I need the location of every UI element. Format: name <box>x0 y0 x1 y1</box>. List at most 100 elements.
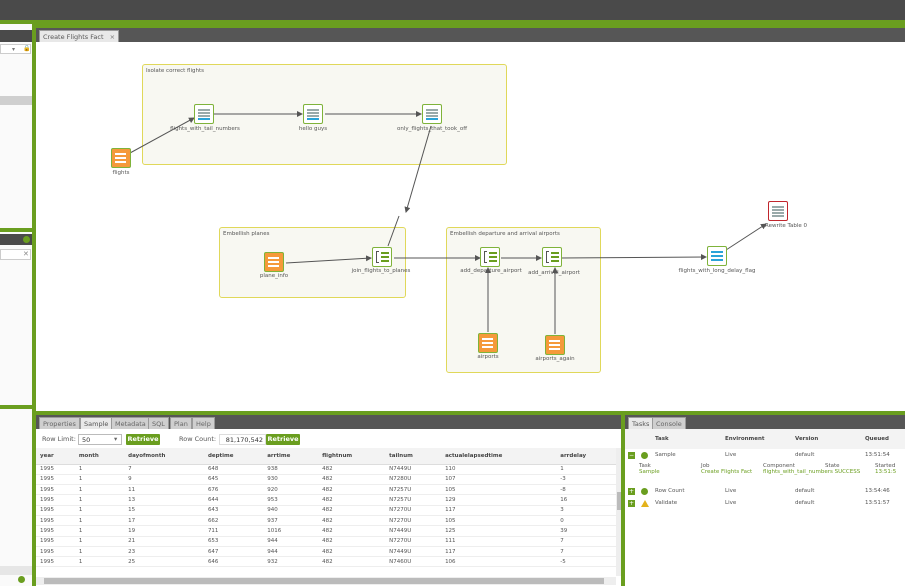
scrollbar-thumb[interactable] <box>617 492 622 510</box>
tasks-content: Task Environment Version Queued − Sample… <box>625 429 905 586</box>
task-name: Row Count <box>655 488 685 494</box>
tab-properties[interactable]: Properties <box>39 417 80 429</box>
tab-console[interactable]: Console <box>652 417 686 429</box>
tab-metadata[interactable]: Metadata <box>111 417 150 429</box>
column-header[interactable]: year <box>36 448 75 465</box>
detail-value[interactable]: Create Flights Fact <box>701 469 753 475</box>
detail-value[interactable]: flights_with_tail_numbers SUCCESS <box>763 469 861 475</box>
table-cell: 1 <box>74 546 125 558</box>
task-detail-row: Task Sample Job Create Flights Fact Comp… <box>625 461 905 485</box>
left-panel-scrollbar[interactable] <box>0 566 32 575</box>
left-panel-selected-row[interactable] <box>0 96 32 105</box>
node-plane-info[interactable] <box>264 252 284 272</box>
table-cell: -8 <box>556 484 616 496</box>
clear-search-icon[interactable]: ✕ <box>23 250 29 258</box>
collapse-toggle-icon[interactable]: − <box>628 451 635 459</box>
table-cell: 482 <box>318 536 386 547</box>
detail-value[interactable]: Sample <box>639 469 660 475</box>
task-version: default <box>795 500 815 506</box>
expand-toggle-icon[interactable]: + <box>628 487 635 495</box>
table-cell: 648 <box>203 464 264 475</box>
column-header[interactable]: arrdelay <box>556 448 616 465</box>
detail-value: 13:51:5 <box>875 469 897 475</box>
left-panel-header <box>0 30 32 42</box>
table-cell: 11 <box>124 484 204 496</box>
table-cell: 1 <box>556 464 616 475</box>
node-rewrite-table-0[interactable] <box>768 201 788 221</box>
column-header[interactable]: dayofmonth <box>124 448 204 465</box>
column-header[interactable]: arrtime <box>263 448 319 465</box>
group-label: Isolate correct flights <box>146 68 205 74</box>
column-header[interactable]: flightnum <box>318 448 386 465</box>
close-icon[interactable]: × <box>109 33 116 41</box>
expand-toggle-icon[interactable]: + <box>628 499 635 507</box>
node-flights-with-tail-numbers[interactable] <box>194 104 214 124</box>
node-airports[interactable] <box>478 333 498 353</box>
node-add-departure-airport[interactable] <box>480 247 500 267</box>
node-airports-again[interactable] <box>545 335 565 355</box>
table-cell: 0 <box>556 515 616 527</box>
table-cell: 1995 <box>36 494 75 506</box>
vertical-scrollbar[interactable] <box>616 448 623 576</box>
table-cell: -3 <box>556 474 616 486</box>
components-search-input[interactable]: ✕ <box>0 249 31 260</box>
table-cell: 39 <box>556 525 616 537</box>
horizontal-scrollbar[interactable] <box>36 577 616 585</box>
node-hello-guys[interactable] <box>303 104 323 124</box>
node-label: plane_info <box>259 273 289 279</box>
table-cell: 944 <box>263 536 319 547</box>
column-header[interactable]: actualelapsedtime <box>441 448 557 465</box>
node-join-flights-to-planes[interactable] <box>372 247 392 267</box>
table-cell: 1 <box>74 464 125 475</box>
tab-help[interactable]: Help <box>192 417 215 429</box>
retrieve-count-button[interactable]: Retrieve <box>266 434 300 445</box>
node-only-flights-that-took-off[interactable] <box>422 104 442 124</box>
column-header: Environment <box>722 429 792 449</box>
column-header[interactable]: tailnum <box>385 448 442 465</box>
table-cell: 15 <box>124 505 204 516</box>
table-cell: 643 <box>203 505 264 516</box>
row-limit-select[interactable]: 50 ▾ <box>78 434 122 445</box>
column-header[interactable]: month <box>74 448 125 465</box>
tab-plan[interactable]: Plan <box>170 417 192 429</box>
table-cell: 23 <box>124 546 204 558</box>
table-cell: 1995 <box>36 505 75 516</box>
tab-sql[interactable]: SQL <box>148 417 169 429</box>
node-flights[interactable] <box>111 148 131 168</box>
table-cell: 117 <box>441 546 557 558</box>
left-panel-collapse-icon[interactable] <box>18 576 25 583</box>
task-row-validate[interactable]: + Validate Live default 13:51:57 <box>625 497 905 509</box>
environment-select[interactable]: ▾ 🔒 <box>0 44 31 54</box>
group-embellish-airports[interactable]: Embellish departure and arrival airports <box>446 227 601 373</box>
table-cell: 7 <box>124 464 204 475</box>
task-row-sample[interactable]: − Sample Live default 13:51:54 <box>625 449 905 461</box>
tab-create-flights-fact[interactable]: Create Flights Fact × <box>39 30 120 42</box>
column-header[interactable]: deptime <box>203 448 264 465</box>
table-cell: 19 <box>124 525 204 537</box>
collapse-icon[interactable] <box>23 236 30 243</box>
table-cell: N7460U <box>385 556 442 568</box>
table-cell: 105 <box>441 515 557 527</box>
node-flights-with-long-delay-flag[interactable] <box>707 246 727 266</box>
scrollbar-thumb[interactable] <box>44 578 604 584</box>
node-add-arrival-airport[interactable] <box>542 247 562 267</box>
tab-tasks[interactable]: Tasks <box>628 417 654 429</box>
tab-sample[interactable]: Sample <box>80 417 113 429</box>
task-row-row-count[interactable]: + Row Count Live default 13:54:46 <box>625 485 905 497</box>
retrieve-sample-button[interactable]: Retrieve <box>126 434 160 445</box>
table-cell: 129 <box>441 494 557 506</box>
job-canvas[interactable]: Isolate correct flights Embellish planes… <box>36 42 905 413</box>
panel-tab-bar: Properties Sample Metadata SQL Plan Help <box>36 415 623 429</box>
table-cell: -5 <box>556 556 616 568</box>
